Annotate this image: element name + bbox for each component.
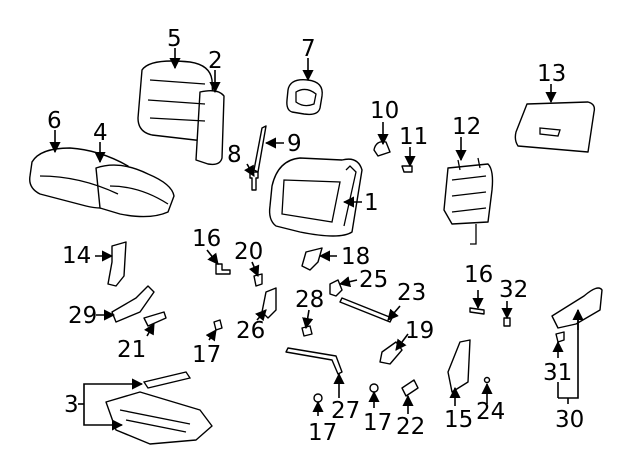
callout-5: 5 <box>167 26 182 52</box>
headrest-part <box>286 79 323 116</box>
clip-10-part <box>373 140 391 157</box>
callout-26: 26 <box>236 318 265 344</box>
callout-7: 7 <box>301 36 316 62</box>
mechanism-12-part <box>443 157 494 245</box>
back-panel-part <box>514 101 596 153</box>
callout-16b: 16 <box>464 262 493 288</box>
seat-cushion-part <box>29 147 175 218</box>
callout-10: 10 <box>370 98 399 124</box>
rod-27-part <box>285 347 343 375</box>
part-28 <box>301 325 313 337</box>
callout-12: 12 <box>452 114 481 140</box>
callout-3: 3 <box>64 392 79 418</box>
callout-22: 22 <box>396 414 425 440</box>
callout-8: 8 <box>227 142 242 168</box>
callout-17c: 17 <box>363 410 392 436</box>
part-26 <box>261 287 277 319</box>
part-25 <box>329 279 343 297</box>
callout-16a: 16 <box>192 226 221 252</box>
bolt-16a-part <box>215 263 231 275</box>
bolt-9-part <box>253 125 267 173</box>
bracket-14-part <box>107 241 127 287</box>
bolt-16b-part <box>469 307 485 315</box>
callout-27: 27 <box>331 398 360 424</box>
part-18 <box>301 247 323 271</box>
callout-6: 6 <box>47 108 62 134</box>
callout-24: 24 <box>476 399 505 425</box>
callout-32: 32 <box>499 277 528 303</box>
lever-29-part <box>111 285 155 323</box>
handle-21-part <box>143 311 167 327</box>
callout-23: 23 <box>397 280 426 306</box>
part-24 <box>483 376 491 384</box>
callout-31: 31 <box>543 360 572 386</box>
callout-1: 1 <box>364 190 379 216</box>
callout-21: 21 <box>117 337 146 363</box>
part-17a <box>213 319 223 331</box>
part-17c <box>369 383 379 393</box>
part-17b <box>313 393 323 403</box>
callout-29: 29 <box>68 303 97 329</box>
callout-28: 28 <box>295 287 324 313</box>
seat-frame-part <box>268 157 363 237</box>
seat-track-part <box>105 371 213 445</box>
fastener-11-part <box>401 165 413 173</box>
callout-labels: 5 2 7 13 6 4 10 12 9 11 8 1 16 20 14 18 … <box>47 26 584 446</box>
callout-25: 25 <box>359 267 388 293</box>
callout-15: 15 <box>444 407 473 433</box>
part-22 <box>401 379 419 397</box>
part-31 <box>555 331 565 343</box>
callout-17a: 17 <box>192 342 221 368</box>
rod-23-part <box>339 297 393 323</box>
callout-17b: 17 <box>308 420 337 446</box>
callout-13: 13 <box>537 61 566 87</box>
callout-20: 20 <box>234 239 263 265</box>
part-32 <box>503 317 511 327</box>
seat-back-part <box>137 60 225 166</box>
callout-11: 11 <box>399 124 428 150</box>
track-cover-30-part <box>551 287 603 329</box>
callout-9: 9 <box>287 131 302 157</box>
callout-14: 14 <box>62 243 91 269</box>
cover-15-part <box>447 339 471 393</box>
callout-30: 30 <box>555 407 584 433</box>
callout-18: 18 <box>341 244 370 270</box>
callout-19: 19 <box>405 318 434 344</box>
callout-2: 2 <box>208 48 223 74</box>
callout-4: 4 <box>93 120 108 146</box>
leader-lines <box>49 48 584 431</box>
